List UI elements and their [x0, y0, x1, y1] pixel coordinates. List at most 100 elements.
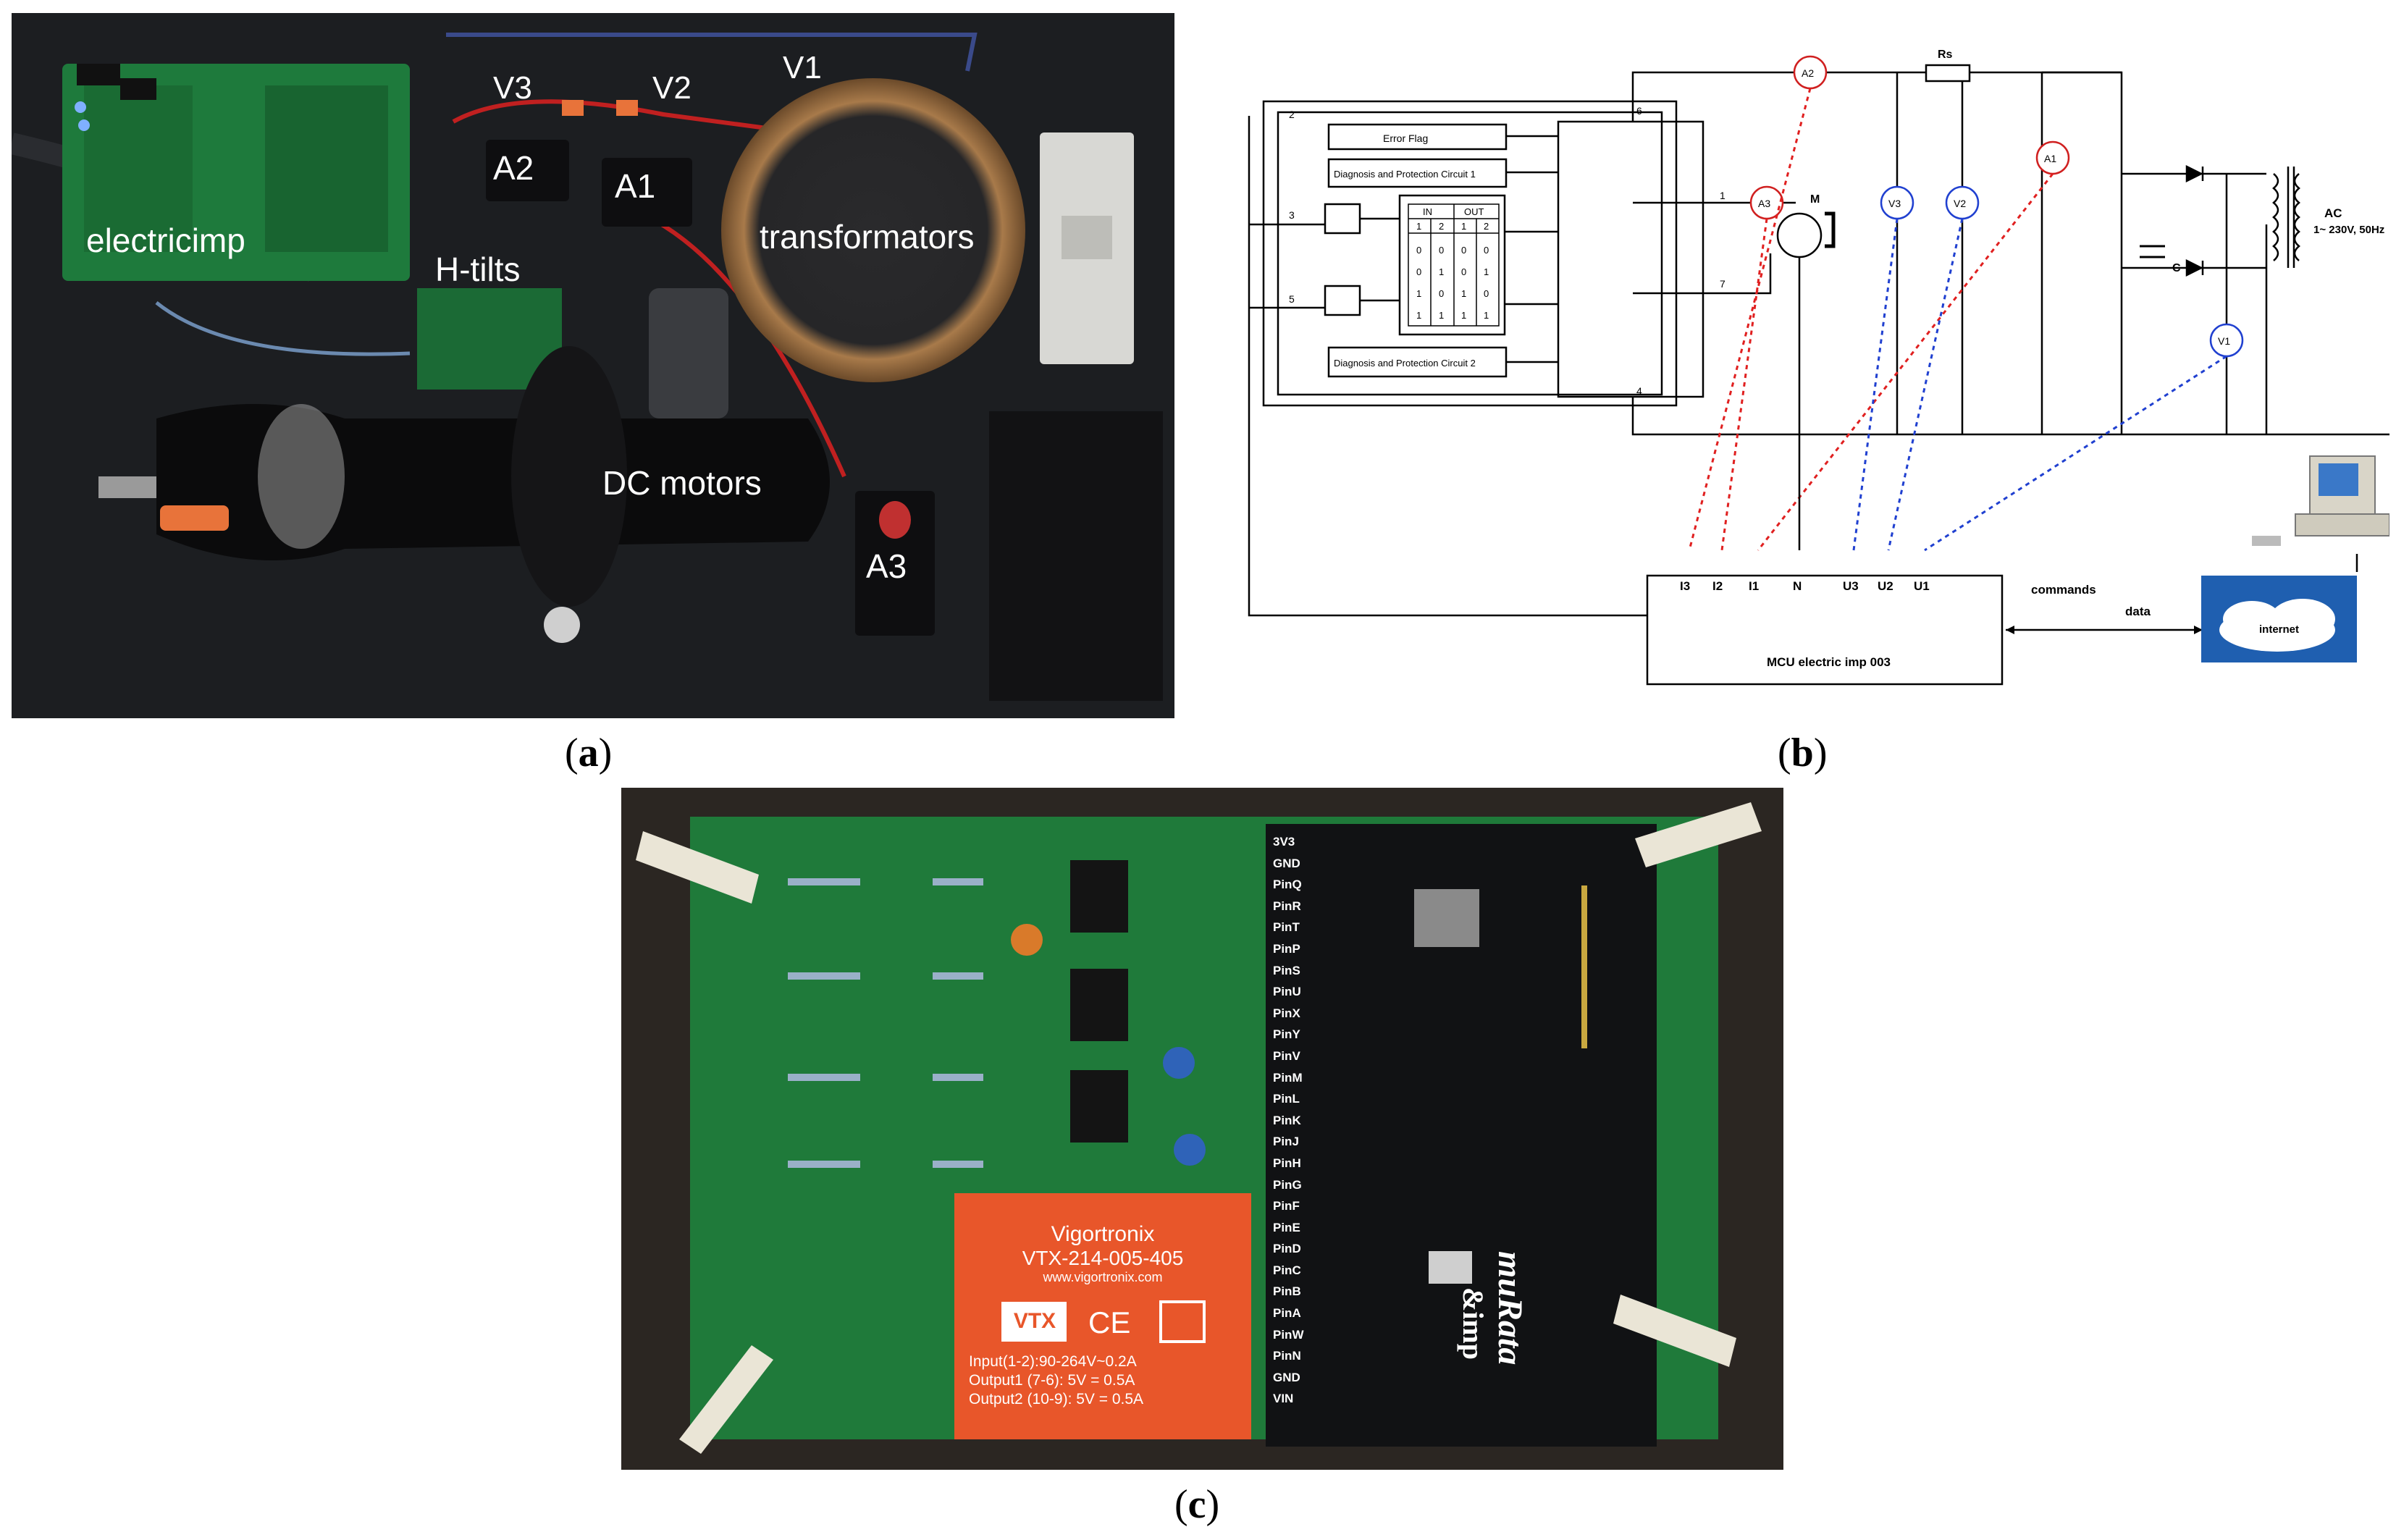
meter-a1: A1 [2044, 153, 2056, 164]
module-url: www.vigortronix.com [1043, 1270, 1163, 1284]
photo-pcb-illustration [621, 788, 1783, 1470]
label-v2: V2 [652, 70, 692, 106]
mcu-input-i2: I2 [1712, 579, 1723, 593]
table-cell: 1 [1416, 288, 1421, 299]
pin-label: PinF [1273, 1199, 1300, 1213]
ac-spec-label: 1~ 230V, 50Hz [2313, 224, 2384, 236]
module-specs: Input(1-2):90-264V~0.2A Output1 (7-6): 5… [969, 1352, 1143, 1409]
table-cell: 1 [1484, 310, 1489, 321]
mcu-input-u1: U1 [1914, 579, 1930, 593]
capacitor-label: C [2172, 262, 2181, 274]
pin-1: 1 [1720, 190, 1725, 201]
table-cell: 1 [1461, 288, 1466, 299]
caption-a: (a) [565, 731, 613, 775]
ac-label: AC [2324, 206, 2342, 220]
photo-pcb: 3V3 GND PinQ PinR PinT PinP PinS PinU Pi… [621, 788, 1783, 1470]
table-head-cell: 2 [1484, 221, 1489, 232]
pin-label: PinP [1273, 941, 1300, 956]
module-brand: Vigortronix [1051, 1222, 1155, 1246]
table-cell: 1 [1439, 310, 1444, 321]
pin-4: 4 [1636, 385, 1642, 397]
pin-2: 2 [1289, 109, 1295, 120]
pin-label: GND [1273, 856, 1300, 870]
pin-label: VIN [1273, 1392, 1294, 1406]
pin-label: PinS [1273, 963, 1300, 977]
caption-c: (c) [1174, 1482, 1220, 1527]
rs-label: Rs [1938, 49, 1953, 61]
mcu-input-i1: I1 [1749, 579, 1759, 593]
pin-3: 3 [1289, 209, 1295, 221]
pin-label: PinH [1273, 1156, 1301, 1170]
meter-a3: A3 [1758, 198, 1770, 209]
pin-5: 5 [1289, 293, 1295, 305]
imp-logo: &imp [1457, 1287, 1489, 1360]
motor-label: M [1810, 193, 1820, 206]
table-cell: 0 [1484, 288, 1489, 299]
pin-label: PinT [1273, 920, 1300, 935]
table-head-cell: 1 [1461, 221, 1466, 232]
caption-b: (b) [1778, 731, 1828, 775]
mcu-input-i3: I3 [1680, 579, 1690, 593]
commands-label: commands [2031, 583, 2096, 597]
table-out-header: OUT [1464, 206, 1484, 217]
mcu-label: MCU electric imp 003 [1767, 655, 1891, 669]
mcu-input-u2: U2 [1878, 579, 1893, 593]
label-a2: A2 [493, 149, 534, 187]
pin-label: 3V3 [1273, 835, 1295, 849]
imp-pin-labels: 3V3 GND PinQ PinR PinT PinP PinS PinU Pi… [1273, 831, 1304, 1410]
photo-setup-illustration [12, 13, 1174, 718]
pin-7: 7 [1720, 278, 1725, 290]
pin-label: PinE [1273, 1220, 1300, 1234]
table-cell: 1 [1484, 266, 1489, 277]
pin-label: PinG [1273, 1177, 1302, 1192]
transformator [721, 78, 1025, 382]
table-cell: 0 [1484, 245, 1489, 256]
table-head-cell: 1 [1416, 221, 1421, 232]
table-cell: 0 [1416, 266, 1421, 277]
table-cell: 0 [1416, 245, 1421, 256]
meter-a2: A2 [1802, 67, 1814, 79]
label-transformators: transformators [760, 218, 975, 256]
pin-label: PinB [1273, 1284, 1301, 1299]
pin-label: PinC [1273, 1263, 1301, 1277]
table-cell: 0 [1461, 266, 1466, 277]
table-cell: 1 [1416, 310, 1421, 321]
pin-label: PinA [1273, 1306, 1301, 1321]
module-model: VTX-214-005-405 [1022, 1247, 1184, 1269]
pin-label: PinR [1273, 899, 1301, 913]
pin-label: GND [1273, 1370, 1300, 1384]
pin-label: PinY [1273, 1027, 1300, 1042]
meter-v1: V1 [2218, 335, 2230, 347]
pin-label: PinL [1273, 1092, 1300, 1106]
module-output2: Output2 (10-9): 5V = 0.5A [969, 1391, 1144, 1408]
mcu-input-n: N [1793, 579, 1802, 593]
pin-label: PinV [1273, 1048, 1300, 1063]
circuit-schematic: Error Flag Diagnosis and Protection Circ… [1224, 29, 2390, 717]
table-cell: 1 [1439, 266, 1444, 277]
pin-label: PinW [1273, 1327, 1304, 1342]
label-v3: V3 [493, 70, 532, 106]
table-cell: 1 [1461, 310, 1466, 321]
mcu-input-u3: U3 [1843, 579, 1859, 593]
data-label: data [2125, 605, 2151, 618]
label-v1: V1 [783, 50, 822, 85]
table-head-cell: 2 [1439, 221, 1444, 232]
pin-label: PinM [1273, 1070, 1303, 1085]
label-a3: A3 [866, 547, 907, 585]
label-electricimp: electricimp [86, 222, 245, 259]
table-cell: 0 [1461, 245, 1466, 256]
photo-setup-labels: V3 V2 V1 A2 A1 A3 electricimp H-tilts tr… [86, 50, 975, 585]
module-output1: Output1 (7-6): 5V = 0.5A [969, 1372, 1135, 1389]
error-flag-label: Error Flag [1383, 132, 1428, 144]
schematic-svg: Error Flag Diagnosis and Protection Circ… [1248, 49, 2390, 686]
meter-v3: V3 [1888, 198, 1901, 209]
label-dc-motors: DC motors [602, 464, 762, 502]
table-in-header: IN [1423, 206, 1432, 217]
table-cell: 0 [1439, 288, 1444, 299]
table-cell: 0 [1439, 245, 1444, 256]
dc-motor [156, 404, 830, 560]
module-ce: CE [1088, 1305, 1131, 1339]
label-a1: A1 [615, 167, 655, 205]
pin-label: PinU [1273, 985, 1301, 999]
meter-v2: V2 [1954, 198, 1966, 209]
